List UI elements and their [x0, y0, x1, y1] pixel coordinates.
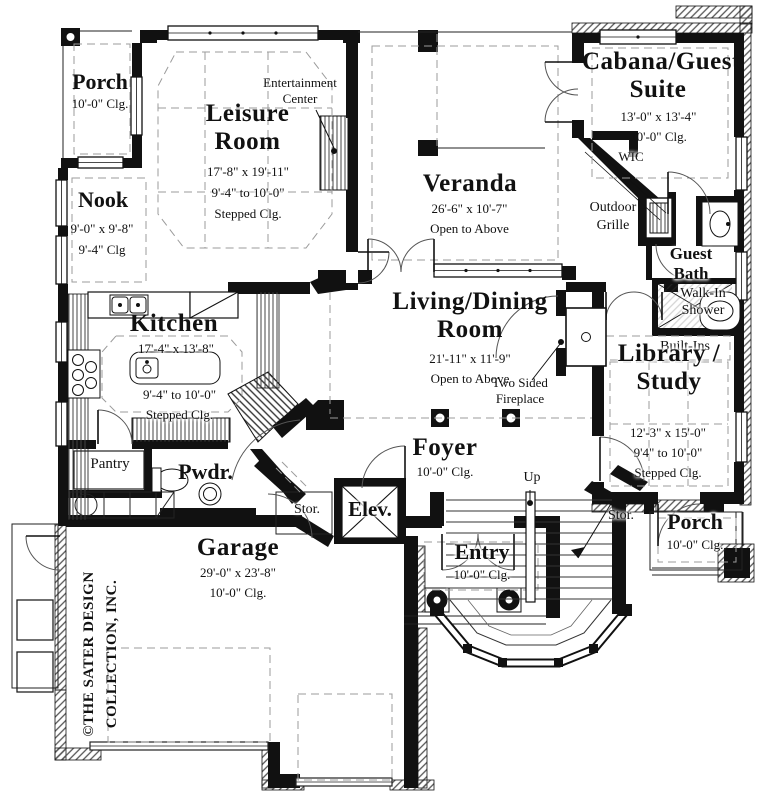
leader-lines [315, 109, 564, 506]
kitchen-island [129, 351, 221, 385]
entry-clg: 10'-0" Clg. [453, 567, 511, 582]
guest-bath-label-1: Guest [669, 244, 713, 263]
copyright-line-1: ©THE SATER DESIGN [81, 571, 97, 737]
library-title-1: Library / [617, 340, 721, 367]
stair-direction-arrow [571, 547, 585, 558]
porch-se-clg: 10'-0" Clg. [666, 537, 724, 552]
library-clg-1: 9'4" to 10'-0" [633, 445, 703, 460]
garage-title: Garage [196, 534, 280, 561]
walk-in-shower-label-2: Shower [681, 303, 725, 318]
cabana-title-2: Suite [629, 76, 687, 103]
elevator-cab [341, 485, 399, 539]
foyer-title: Foyer [412, 434, 478, 461]
up-label: Up [523, 470, 541, 485]
living-dining-title-2: Room [437, 316, 503, 343]
stor-stairs-label: Stor. [607, 508, 635, 523]
foyer-clg: 10'-0" Clg. [416, 464, 474, 479]
porch-column-round [65, 32, 76, 42]
two-sided-fireplace-label-1: Two Sided [492, 375, 548, 390]
outdoor-grille-label-1: Outdoor [589, 200, 637, 215]
cabana-title-1: Cabana/Guest [582, 48, 741, 75]
copyright-text: ©THE SATER DESIGN COLLECTION, INC. [78, 540, 123, 768]
stor-hall-label: Stor. [293, 502, 321, 517]
thin-outlines [11, 30, 744, 787]
nook-title: Nook [77, 187, 129, 212]
guest-bath-vanity [701, 201, 739, 247]
guest-bath-tub [699, 291, 741, 331]
wic-label: WIC [618, 149, 644, 164]
kitchen-title: Kitchen [129, 310, 219, 337]
door-swings [25, 61, 711, 571]
cabana-clg: 10'-0" Clg. [630, 129, 687, 144]
nook-size: 9'-0" x 9'-8" [70, 221, 134, 236]
powder-sink-basin [203, 487, 217, 501]
kitchen-sink-icon [109, 294, 149, 316]
porch-se-title: Porch [667, 509, 723, 534]
wic-shelf-lines [584, 145, 667, 221]
library-title-2: Study [636, 368, 702, 395]
veranda-size: 26'-6" x 10'-7" [431, 201, 508, 216]
garage-clg: 10'-0" Clg. [209, 585, 267, 600]
leisure-title-1: Leisure [205, 100, 290, 127]
veranda-title: Veranda [422, 170, 518, 197]
two-sided-fireplace-label-2: Fireplace [495, 391, 545, 406]
walk-in-shower-label-1: Walk-In [680, 286, 726, 301]
pantry-label: Pantry [90, 456, 130, 472]
leisure-clg-2: Stepped Clg. [214, 206, 282, 221]
built-ins-label: Built-Ins [660, 339, 710, 354]
garage-size: 29'-0" x 23'-8" [200, 565, 276, 580]
elev-label: Elev. [348, 497, 392, 521]
kitchen-size: 17'-4" x 13'-8" [138, 341, 214, 356]
nook-clg: 9'-4" Clg [78, 242, 126, 257]
outdoor-grille-label-2: Grille [596, 218, 630, 233]
windows [55, 25, 748, 463]
stove-icon [67, 349, 101, 399]
porch-nw-title: Porch [72, 69, 128, 94]
kitchen-clg-2: Stepped Clg. [145, 407, 214, 422]
entertainment-center-label-1: Entertainment [263, 75, 337, 90]
entertainment-center-label-2: Center [282, 91, 318, 106]
staircase [430, 491, 632, 668]
powder-toilet-icon [151, 467, 189, 493]
living-dining-title-1: Living/Dining [392, 288, 548, 315]
kitchen-clg-1: 9'-4" to 10'-0" [142, 387, 217, 402]
library-clg-2: Stepped Clg. [634, 465, 702, 480]
leisure-title-2: Room [214, 128, 281, 155]
library-size: 12'-3" x 15'-0" [630, 425, 706, 440]
leisure-clg-1: 9'-4" to 10'-0" [211, 185, 285, 200]
porch-nw-clg: 10'-0" Clg. [71, 96, 129, 111]
fireplace [565, 307, 607, 367]
living-dining-clg: Open to Above [430, 371, 510, 386]
leisure-size: 17'-8" x 19'-11" [207, 164, 289, 179]
living-dining-size: 21'-11" x 11'-9" [429, 351, 511, 366]
copyright-line-2: COLLECTION, INC. [103, 579, 120, 729]
veranda-clg: Open to Above [430, 221, 509, 236]
pwdr-label: Pwdr. [178, 459, 233, 484]
cabana-size: 13'-0" x 13'-4" [620, 109, 697, 124]
entry-title: Entry [454, 539, 510, 564]
guest-bath-label-2: Bath [673, 264, 709, 283]
